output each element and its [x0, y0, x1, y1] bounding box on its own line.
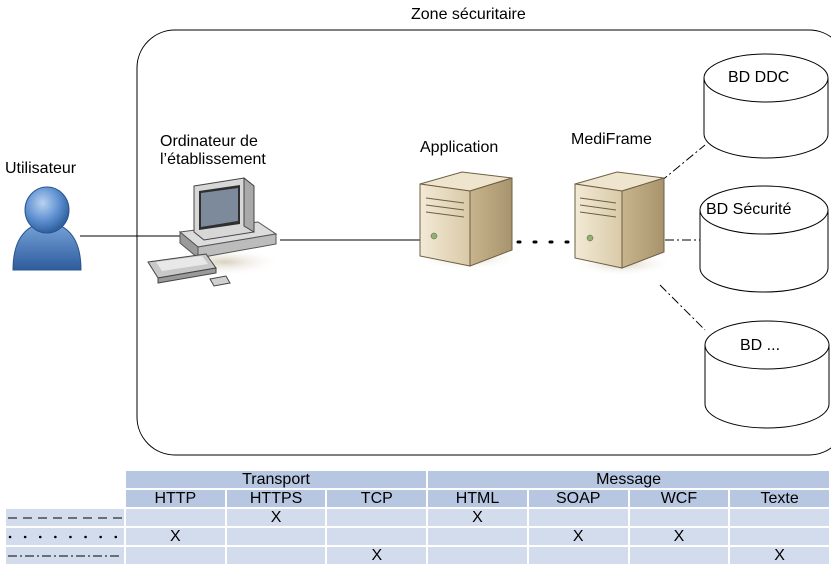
mediframe-server-icon	[570, 171, 674, 276]
legend-col-header: SOAP	[526, 488, 630, 509]
legend-cell	[426, 545, 529, 566]
computer-icon	[147, 176, 283, 287]
line-style-dash-dot-sample	[4, 545, 126, 566]
database-other-icon	[704, 320, 830, 429]
legend-group-transport: Transport	[123, 469, 429, 490]
legend-cell	[526, 507, 630, 528]
line-style-dashed-sample	[4, 507, 126, 528]
architecture-diagram	[12, 29, 831, 456]
legend-cell	[325, 507, 429, 528]
legend-cell	[728, 526, 831, 547]
legend-cell: X	[728, 545, 831, 566]
legend-col-header: HTTP	[124, 488, 227, 509]
user-icon	[12, 186, 82, 271]
legend-cell	[325, 526, 429, 547]
legend-cell	[627, 545, 731, 566]
legend-cell: X	[224, 507, 328, 528]
application-label: Application	[420, 139, 499, 156]
computer-label: Ordinateur de l’établissement	[160, 133, 266, 168]
legend-cell: X	[325, 545, 429, 566]
line-style-dotted-sample	[4, 526, 126, 547]
legend-group-message: Message	[426, 469, 831, 490]
legend-cell	[124, 545, 227, 566]
legend-col-header: TCP	[325, 488, 429, 509]
legend-row-dash-dot: X X	[4, 545, 831, 566]
zone-title: Zone sécuritaire	[411, 6, 526, 23]
legend-cell: X	[124, 526, 227, 547]
security-zone-boundary	[136, 29, 831, 456]
legend-col-header: WCF	[627, 488, 731, 509]
mediframe-db1-link	[659, 144, 706, 183]
legend-cell	[728, 507, 831, 528]
protocol-legend-table: Transport Message HTTP HTTPS TCP HTML SO…	[4, 469, 831, 566]
legend-cell	[426, 526, 529, 547]
mediframe-db3-link	[659, 284, 706, 331]
legend-cell	[224, 545, 328, 566]
legend-cell: X	[627, 526, 731, 547]
legend-corner-cell	[4, 469, 126, 490]
legend-corner-cell	[4, 488, 126, 509]
legend-cell	[224, 526, 328, 547]
user-label: Utilisateur	[5, 160, 77, 177]
legend-row-dashed: X X	[4, 507, 831, 528]
legend-cell	[124, 507, 227, 528]
database-ddc-label: BD DDC	[728, 69, 790, 86]
database-securite-label: BD Sécurité	[706, 201, 792, 218]
legend-cell: X	[426, 507, 529, 528]
legend-col-header: HTTPS	[224, 488, 328, 509]
database-securite-icon	[699, 185, 829, 293]
legend-col-header: Texte	[728, 488, 831, 509]
database-ddc-icon	[703, 53, 829, 159]
legend-cell	[526, 545, 630, 566]
legend-col-header: HTML	[426, 488, 529, 509]
mediframe-label: MediFrame	[571, 131, 652, 148]
database-other-label: BD ...	[740, 337, 781, 354]
application-server-icon	[416, 171, 520, 270]
legend-cell	[627, 507, 731, 528]
legend-row-dotted: X X X	[4, 526, 831, 547]
legend-cell: X	[526, 526, 630, 547]
